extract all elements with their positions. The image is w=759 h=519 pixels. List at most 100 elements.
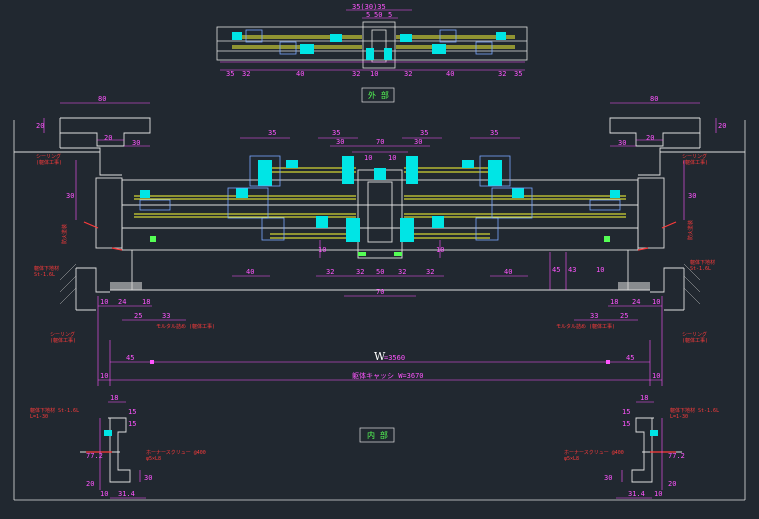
dim-edge-10-2: 10 bbox=[652, 372, 660, 380]
dim-right-80: 80 bbox=[650, 95, 658, 103]
note-anchor-right-sub: St-1.6L bbox=[690, 266, 711, 272]
dim-lower-10-1: 10 bbox=[318, 246, 326, 254]
width-main-label: W bbox=[374, 350, 386, 363]
note-sealing-right: シーリング bbox=[682, 153, 707, 160]
detR-dim-30: 30 bbox=[604, 474, 612, 482]
note-mortar-right: モルタル詰め (躯体工事) bbox=[556, 323, 615, 330]
dim-sill-right-3: 10 bbox=[652, 298, 660, 306]
dim-left-30a: 30 bbox=[132, 139, 140, 147]
detail-left: 18 15 15 77.2 20 30 10 31.4 躯体下地材 St-1.6… bbox=[30, 394, 206, 499]
dim-left-80: 80 bbox=[98, 95, 106, 103]
detR-dim-20: 20 bbox=[668, 480, 676, 488]
note-sealing-bottom-right-sub: (躯体工事) bbox=[682, 337, 708, 344]
dim-upper-70: 70 bbox=[376, 138, 384, 146]
dim-lower-32-1: 32 bbox=[326, 268, 334, 276]
dim-upper-35-2: 35 bbox=[332, 129, 340, 137]
dim-left-v30: 30 bbox=[66, 192, 74, 200]
total-width: 躯体キャッシ W=3670 bbox=[352, 371, 424, 380]
dim-lower-40-1: 40 bbox=[246, 268, 254, 276]
dim-right-20: 20 bbox=[718, 122, 726, 130]
detR-dim-10: 10 bbox=[654, 490, 662, 498]
detL-dim-31: 31.4 bbox=[118, 490, 135, 498]
dim-low-25-2: 25 bbox=[620, 312, 628, 320]
dim-low-33-2: 33 bbox=[590, 312, 598, 320]
main-plan-section: 80 80 20 20 20 20 30 30 30 30 35 35 35 3… bbox=[14, 95, 745, 386]
dim-right-v30: 30 bbox=[688, 192, 696, 200]
dim-lower-32-3: 32 bbox=[398, 268, 406, 276]
top-row-dim-3: 40 bbox=[296, 70, 304, 78]
dim-right-v-45: 45 bbox=[552, 266, 560, 274]
top-mullion-section: 35(30)35 5 50 5 35 32 40 32 10 32 40 32 … bbox=[216, 3, 528, 103]
note-detail-left-sub: L=1-30 bbox=[30, 414, 48, 420]
detR-dim-77: 77.2 bbox=[668, 452, 685, 460]
top-row-dim-6: 32 bbox=[404, 70, 412, 78]
note-anchor-bolt-right: ホーナースクリュー @400 bbox=[564, 450, 624, 456]
detL-dim-15a: 15 bbox=[128, 408, 136, 416]
note-sealing-right-sub: (躯体工事) bbox=[682, 159, 708, 166]
note-anchor-left-sub: St-1.6L bbox=[34, 272, 55, 278]
note-sealing-bottom-left-sub: (躯体工事) bbox=[50, 337, 76, 344]
top-center-dim: 35(30)35 bbox=[352, 3, 386, 11]
dim-upper-30-2: 30 bbox=[414, 138, 422, 146]
detR-dim-31: 31.4 bbox=[628, 490, 645, 498]
note-detail-left: 躯体下地材 St-1.6L bbox=[30, 407, 79, 414]
top-row-dim-5: 10 bbox=[370, 70, 378, 78]
top-row-dim-8: 32 bbox=[498, 70, 506, 78]
dim-right-v-43: 43 bbox=[568, 266, 576, 274]
dim-lower-32-2: 32 bbox=[356, 268, 364, 276]
note-sealing-left-sub: (躯体工事) bbox=[36, 159, 62, 166]
dim-lower-32-4: 32 bbox=[426, 268, 434, 276]
detR-dim-15a: 15 bbox=[622, 408, 630, 416]
dim-left-20b: 20 bbox=[104, 134, 112, 142]
top-row-dim-4: 32 bbox=[352, 70, 360, 78]
dim-lower-50: 50 bbox=[376, 268, 384, 276]
detR-dim-15b: 15 bbox=[622, 420, 630, 428]
note-sealing-bottom-right: シーリング bbox=[682, 331, 707, 338]
dim-side-45-2: 45 bbox=[626, 354, 634, 362]
note-detail-right: 躯体下地材 St-1.6L bbox=[670, 407, 719, 414]
note-anchor-bolt-left: ホーナースクリュー @400 bbox=[146, 450, 206, 456]
top-row-dim-9: 35 bbox=[514, 70, 522, 78]
note-anchor-bolt-left-sub: φ5×L8 bbox=[146, 456, 161, 462]
top-row-dim-7: 40 bbox=[446, 70, 454, 78]
detL-dim-77: 77.2 bbox=[86, 452, 103, 460]
detR-dim-18: 18 bbox=[640, 394, 648, 402]
top-mid-dim-2: 50 bbox=[374, 11, 382, 19]
interior-label-box bbox=[359, 427, 395, 443]
dim-right-30a: 30 bbox=[618, 139, 626, 147]
dim-upper-30-1: 30 bbox=[336, 138, 344, 146]
note-mortar-left: モルタル詰め (躯体工事) bbox=[156, 323, 215, 330]
dim-side-45-1: 45 bbox=[126, 354, 134, 362]
dim-lower-70: 70 bbox=[376, 288, 384, 296]
detL-dim-15b: 15 bbox=[128, 420, 136, 428]
dim-upper-10-2: 10 bbox=[388, 154, 396, 162]
dim-upper-35-3: 35 bbox=[420, 129, 428, 137]
exterior-label: 外 部 bbox=[368, 90, 389, 100]
detL-dim-18: 18 bbox=[110, 394, 118, 402]
dim-upper-35-1: 35 bbox=[268, 129, 276, 137]
top-row-dim-1: 35 bbox=[226, 70, 234, 78]
top-mid-dim-3: 5 bbox=[388, 11, 392, 19]
note-detail-right-sub: L=1-30 bbox=[670, 414, 688, 420]
width-value: =3560 bbox=[384, 354, 405, 362]
dim-sill-left-2: 24 bbox=[118, 298, 126, 306]
note-anchor-right: 躯体下地材 bbox=[690, 259, 715, 266]
top-mid-dim-1: 5 bbox=[366, 11, 370, 19]
dim-sill-right-1: 18 bbox=[610, 298, 618, 306]
note-fire-right: 防火塗装 bbox=[687, 220, 694, 240]
dim-right-v-10: 10 bbox=[596, 266, 604, 274]
dim-sill-left-1: 10 bbox=[100, 298, 108, 306]
dim-sill-right-2: 24 bbox=[632, 298, 640, 306]
dim-left-20: 20 bbox=[36, 122, 44, 130]
dim-low-33-1: 33 bbox=[162, 312, 170, 320]
dim-edge-10-1: 10 bbox=[100, 372, 108, 380]
note-fire-left: 防火塗装 bbox=[61, 224, 68, 244]
note-anchor-left: 躯体下地材 bbox=[34, 265, 59, 272]
dim-upper-35-4: 35 bbox=[490, 129, 498, 137]
note-sealing-bottom-left: シーリング bbox=[50, 331, 75, 338]
dim-upper-10-1: 10 bbox=[364, 154, 372, 162]
dim-lower-10-2: 10 bbox=[436, 246, 444, 254]
detail-right: 18 15 15 77.2 20 30 10 31.4 躯体下地材 St-1.6… bbox=[564, 394, 719, 499]
dim-right-20b: 20 bbox=[646, 134, 654, 142]
